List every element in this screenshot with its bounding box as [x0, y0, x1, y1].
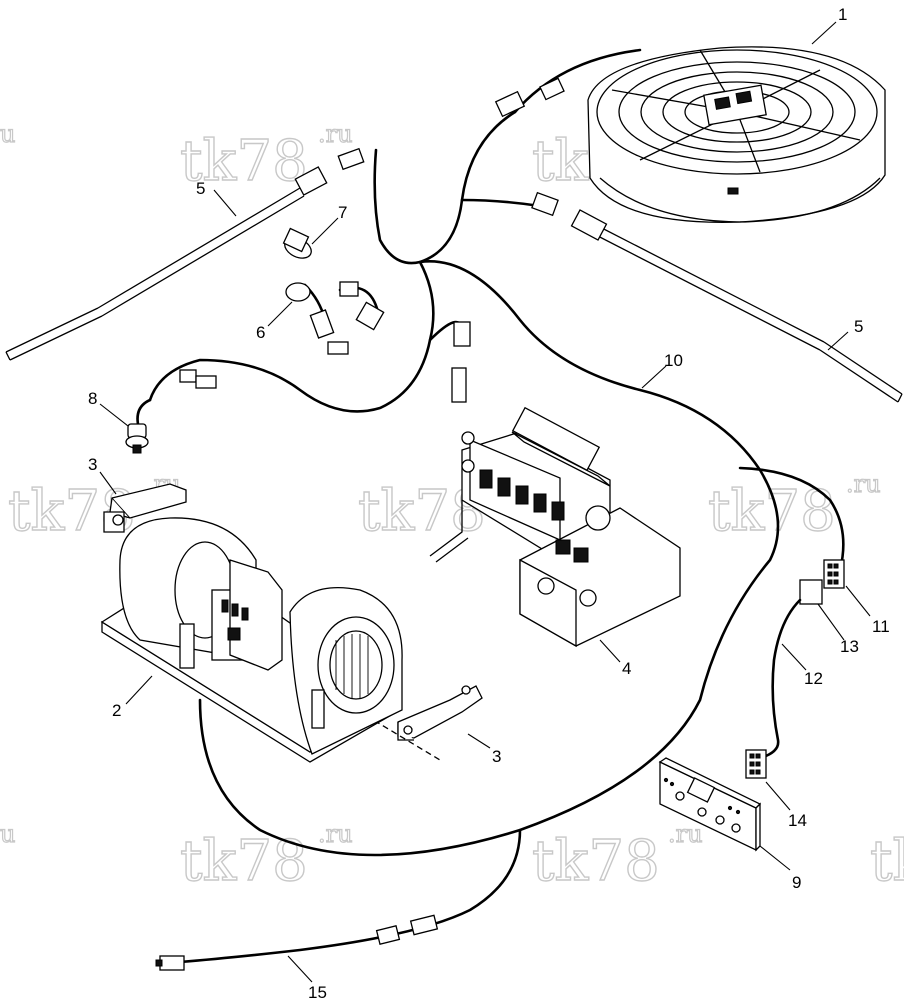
callout-5-right: 5 — [854, 317, 863, 336]
connector-14 — [745, 749, 767, 779]
callout-6: 6 — [256, 323, 265, 342]
fuse-holder-6 — [285, 282, 349, 355]
watermark-text: tk78 — [870, 829, 904, 894]
callout-8: 8 — [88, 389, 97, 408]
control-box — [429, 406, 681, 648]
relay-connector-11 — [823, 559, 845, 589]
temperature-sensor-right — [570, 209, 903, 403]
evaporator-blower — [100, 517, 403, 763]
watermark-suffix: .ru — [668, 820, 703, 848]
callout-3-lower: 3 — [492, 747, 501, 766]
display-cable-12 — [758, 598, 802, 760]
callout-12: 12 — [804, 669, 823, 688]
callout-13: 13 — [840, 637, 859, 656]
callout-14: 14 — [788, 811, 807, 830]
pressure-switch — [125, 398, 152, 454]
mounting-bracket-upper — [103, 483, 187, 533]
watermark-edge: u — [0, 120, 15, 148]
callout-9: 9 — [792, 873, 801, 892]
main-wiring-harness — [148, 48, 845, 964]
harness-connectors — [179, 77, 565, 403]
watermark-suffix: .ru — [318, 820, 353, 848]
callout-1: 1 — [838, 5, 847, 24]
callout-5-left: 5 — [196, 179, 205, 198]
callout-4: 4 — [622, 659, 631, 678]
callout-15: 15 — [308, 983, 327, 1000]
callout-11: 11 — [872, 617, 890, 636]
callout-3-upper: 3 — [88, 455, 97, 474]
callout-2: 2 — [112, 701, 121, 720]
connector-13 — [799, 579, 823, 605]
fuse-holder-7 — [282, 227, 312, 259]
callout-leaders — [99, 21, 871, 983]
condenser-fan — [587, 46, 886, 223]
watermark-edge: u — [0, 820, 15, 848]
mounting-bracket-lower — [339, 685, 483, 761]
callout-7: 7 — [338, 203, 347, 222]
watermark-suffix: .ru — [846, 470, 881, 498]
callout-labels: 1 2 3 3 4 5 5 6 7 8 9 10 11 12 13 14 15 — [88, 5, 890, 1000]
callout-10: 10 — [664, 351, 683, 370]
watermark-text: tk78 — [532, 829, 660, 894]
watermark-text: tk78 — [180, 829, 308, 894]
temperature-sensor-left — [5, 166, 328, 361]
watermark-suffix: .ru — [318, 120, 353, 148]
watermark-text: tk78 — [180, 129, 308, 194]
extension-cable-15 — [155, 914, 439, 971]
